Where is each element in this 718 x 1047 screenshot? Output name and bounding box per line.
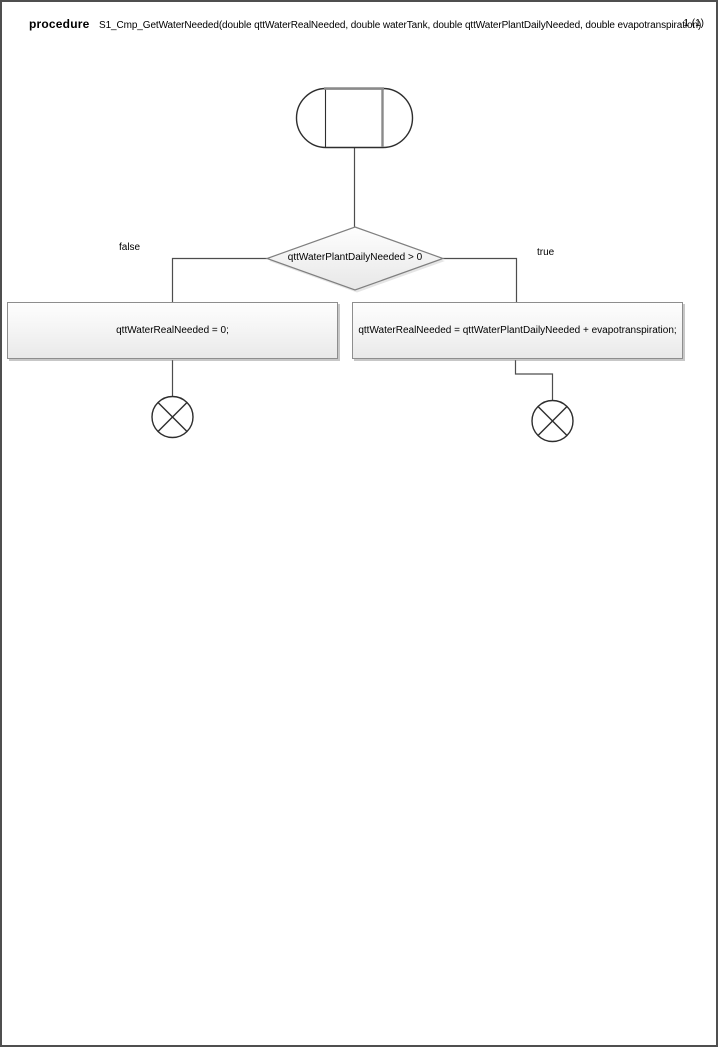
decision-node[interactable] — [265, 226, 445, 293]
false-guard-label: false — [119, 242, 141, 253]
page-number: 1 (1) — [683, 18, 704, 29]
connector-true-branch — [443, 257, 518, 302]
connector-false-branch — [171, 257, 267, 302]
decision-condition-label: qttWaterPlantDailyNeeded > 0 — [287, 252, 423, 263]
procedure-signature: S1_Cmp_GetWaterNeeded(double qttWaterRea… — [99, 20, 702, 31]
action-statement-false: qttWaterRealNeeded = 0; — [116, 325, 229, 336]
final-node-true[interactable] — [531, 399, 574, 443]
connector-group — [171, 148, 554, 400]
true-guard-label: true — [537, 247, 555, 258]
connector-true-to-final — [514, 360, 554, 400]
action-node-false[interactable]: qttWaterRealNeeded = 0; — [7, 302, 338, 359]
final-node-false[interactable] — [151, 395, 194, 439]
header-kind-label: procedure — [29, 17, 90, 31]
action-statement-true: qttWaterRealNeeded = qttWaterPlantDailyN… — [358, 325, 677, 336]
start-node[interactable] — [295, 87, 414, 149]
action-node-true[interactable]: qttWaterRealNeeded = qttWaterPlantDailyN… — [352, 302, 683, 359]
